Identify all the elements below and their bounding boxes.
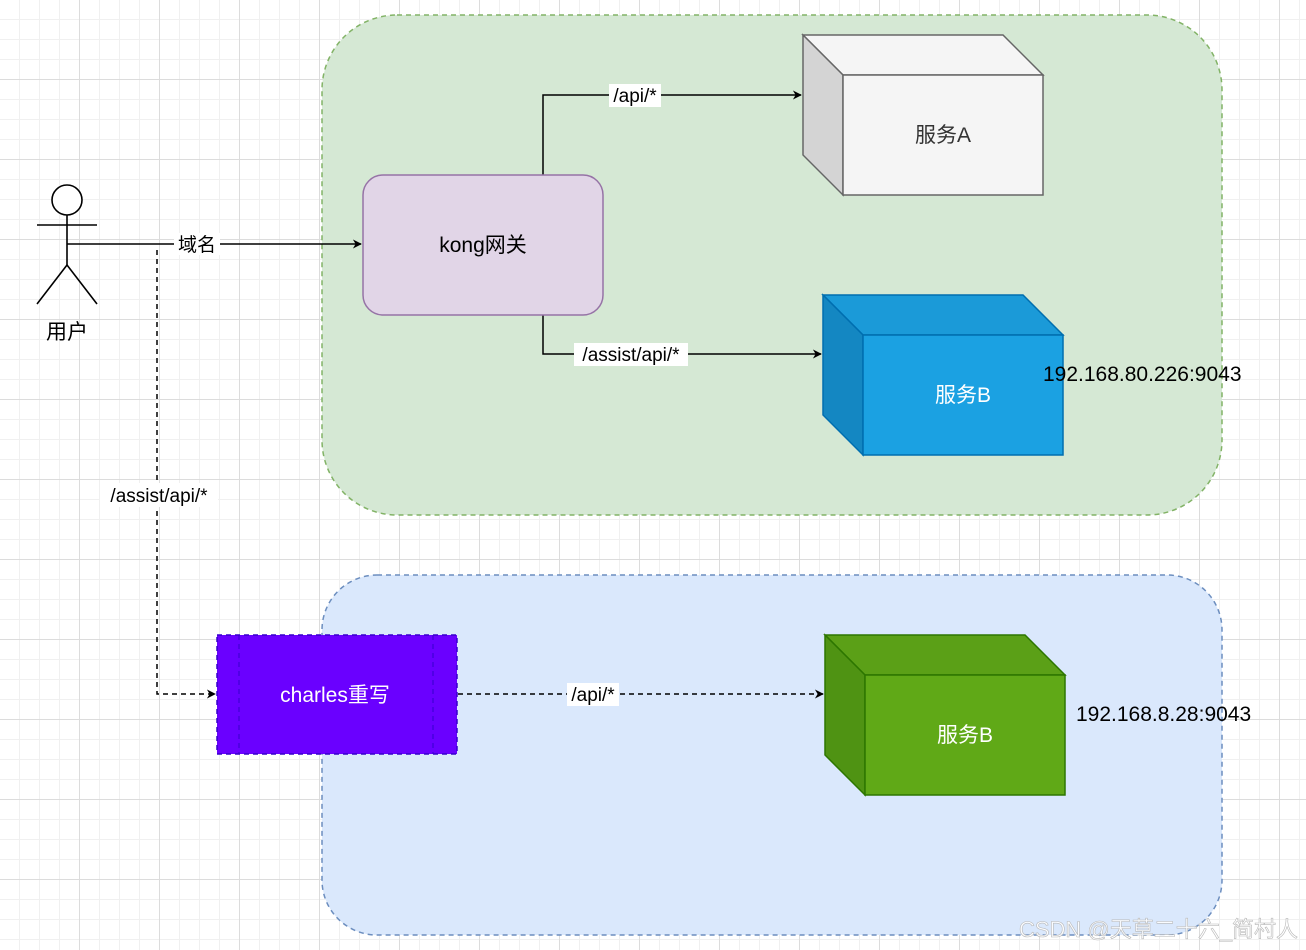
edge-label-bg-charles-api [567, 683, 619, 706]
kong-gateway-node[interactable] [362, 174, 604, 316]
edge-label-bg-dashed-assist [100, 483, 218, 507]
service-b-bottom-label: 服务B [937, 724, 993, 747]
edge-user-charles[interactable] [156, 250, 216, 699]
edge-kong-service-a[interactable] [542, 90, 802, 175]
charles-rewrite-label: charles重写 [280, 684, 390, 707]
edge-label-bg-api-a [609, 84, 661, 107]
edge-label-bg-domain [174, 233, 220, 255]
service-b-top-label: 服务B [935, 384, 991, 407]
actor-label: 用户 [46, 321, 88, 344]
kong-gateway-label: kong网关 [439, 234, 527, 257]
service-b-top-node[interactable] [821, 293, 1065, 457]
edge-kong-service-b-top[interactable] [542, 315, 822, 359]
service-b-bottom-node[interactable] [823, 633, 1067, 797]
service-a-node[interactable] [801, 33, 1045, 197]
edge-label-api-a: /api/* [613, 86, 657, 107]
edge-label-bg-assist [574, 343, 688, 366]
ip-annotation-bottom: 192.168.8.28:9043 [1076, 703, 1251, 726]
edge-label-dashed-assist: /assist/api/* [110, 486, 208, 507]
charles-rewrite-node[interactable] [216, 634, 458, 755]
ip-annotation-top: 192.168.80.226:9043 [1043, 363, 1242, 386]
blue-zone[interactable] [321, 574, 1223, 936]
service-a-label: 服务A [915, 124, 971, 147]
actor-icon[interactable] [36, 184, 98, 305]
edge-label-domain: 域名 [178, 234, 216, 256]
edge-label-charles-api: /api/* [571, 685, 615, 706]
edge-label-assist: /assist/api/* [582, 345, 680, 366]
watermark-text: CSDN @天草二十六_简村人 [1019, 917, 1298, 942]
